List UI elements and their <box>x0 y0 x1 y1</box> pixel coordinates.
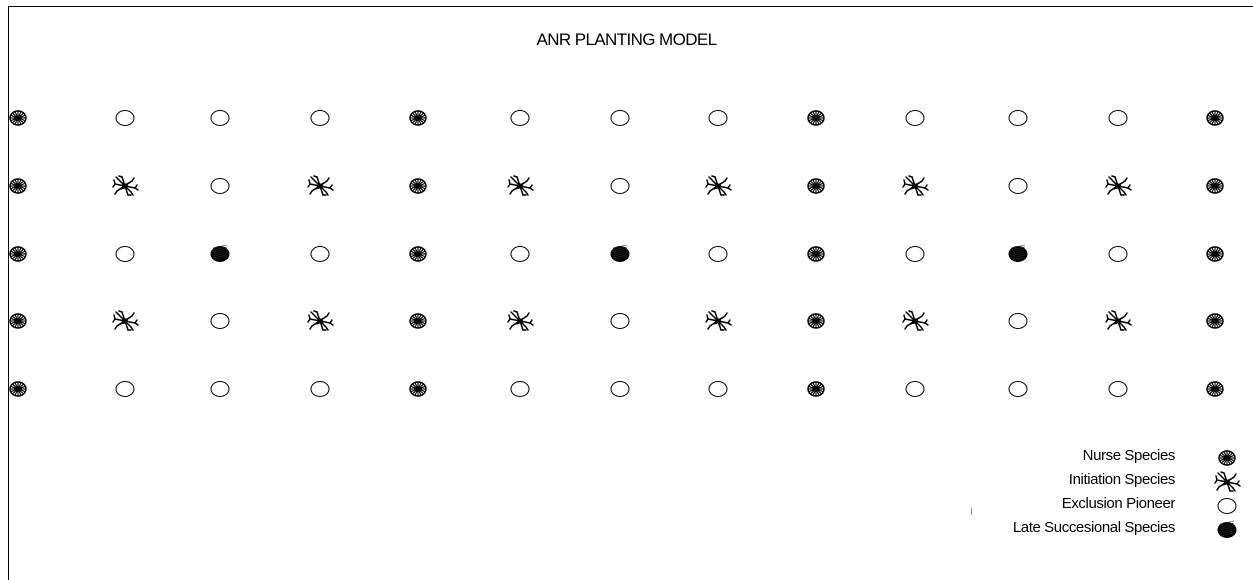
grid-cell-exclusion-pioneer-icon <box>1008 381 1028 397</box>
grid-cell-nurse-species-icon <box>807 178 825 194</box>
grid-cell-exclusion-pioneer-icon <box>610 313 630 329</box>
legend-label-initiation: Initiation Species <box>1068 471 1176 488</box>
grid-cell-initiation-species-icon <box>112 175 139 196</box>
grid-cell-exclusion-pioneer-icon <box>210 110 230 126</box>
legend-label-nurse: Nurse Species <box>1082 447 1176 464</box>
grid-cell-initiation-species-icon <box>1105 310 1132 331</box>
grid-cell-late-successional-species-icon <box>210 244 230 262</box>
grid-cell-exclusion-pioneer-icon <box>115 110 135 126</box>
legend-late-successional-species-icon <box>1217 520 1237 538</box>
grid-cell-nurse-species-icon <box>1206 246 1224 262</box>
grid-cell-nurse-species-icon <box>807 313 825 329</box>
grid-cell-exclusion-pioneer-icon <box>510 110 530 126</box>
diagram-title: ANR PLANTING MODEL <box>536 30 717 49</box>
grid-cell-nurse-species-icon <box>9 246 27 262</box>
legend-icons <box>1214 450 1241 538</box>
grid-cell-nurse-species-icon <box>409 110 427 126</box>
grid-cell-exclusion-pioneer-icon <box>310 246 330 262</box>
grid-cell-nurse-species-icon <box>9 381 27 397</box>
grid-cell-initiation-species-icon <box>307 175 334 196</box>
legend-nurse-species-icon <box>1218 450 1236 466</box>
grid-cell-exclusion-pioneer-icon <box>510 381 530 397</box>
grid-cell-exclusion-pioneer-icon <box>510 246 530 262</box>
grid-cell-nurse-species-icon <box>9 110 27 126</box>
grid-cell-exclusion-pioneer-icon <box>310 110 330 126</box>
grid-cell-initiation-species-icon <box>705 175 732 196</box>
grid-cell-exclusion-pioneer-icon <box>708 110 728 126</box>
grid-cell-initiation-species-icon <box>507 175 534 196</box>
legend-label-late: Late Succesional Species <box>1012 519 1176 536</box>
legend-initiation-species-icon <box>1214 471 1241 492</box>
grid-cell-exclusion-pioneer-icon <box>708 381 728 397</box>
grid-cell-exclusion-pioneer-icon <box>610 178 630 194</box>
grid-cell-initiation-species-icon <box>705 310 732 331</box>
grid-cell-exclusion-pioneer-icon <box>610 381 630 397</box>
grid-cell-exclusion-pioneer-icon <box>210 313 230 329</box>
grid-cell-exclusion-pioneer-icon <box>210 178 230 194</box>
grid-cell-exclusion-pioneer-icon <box>905 110 925 126</box>
grid-cell-exclusion-pioneer-icon <box>1108 381 1128 397</box>
grid-cell-exclusion-pioneer-icon <box>610 110 630 126</box>
legend-stray-mark: I <box>970 507 973 518</box>
grid-cell-nurse-species-icon <box>807 381 825 397</box>
grid-cell-exclusion-pioneer-icon <box>905 246 925 262</box>
grid-cell-initiation-species-icon <box>507 310 534 331</box>
grid-cell-nurse-species-icon <box>9 178 27 194</box>
grid-cell-exclusion-pioneer-icon <box>115 246 135 262</box>
grid-cell-late-successional-species-icon <box>610 244 630 262</box>
grid-cell-exclusion-pioneer-icon <box>905 381 925 397</box>
grid-cell-nurse-species-icon <box>807 110 825 126</box>
grid-cell-nurse-species-icon <box>409 246 427 262</box>
grid-cell-nurse-species-icon <box>409 313 427 329</box>
grid-cell-exclusion-pioneer-icon <box>1108 110 1128 126</box>
grid-cell-late-successional-species-icon <box>1008 244 1028 262</box>
figure-frame <box>8 6 1253 580</box>
grid-cell-nurse-species-icon <box>807 246 825 262</box>
grid-cell-nurse-species-icon <box>9 313 27 329</box>
grid-cell-initiation-species-icon <box>112 310 139 331</box>
grid-cell-exclusion-pioneer-icon <box>1108 246 1128 262</box>
grid-cell-nurse-species-icon <box>409 381 427 397</box>
grid-cell-exclusion-pioneer-icon <box>310 381 330 397</box>
grid-cell-nurse-species-icon <box>1206 110 1224 126</box>
grid-cell-initiation-species-icon <box>1105 175 1132 196</box>
grid-cell-exclusion-pioneer-icon <box>210 381 230 397</box>
grid-cell-nurse-species-icon <box>1206 313 1224 329</box>
grid-cell-exclusion-pioneer-icon <box>115 381 135 397</box>
grid-cell-initiation-species-icon <box>307 310 334 331</box>
grid-cell-initiation-species-icon <box>902 175 929 196</box>
grid-cell-initiation-species-icon <box>902 310 929 331</box>
legend-label-exclusion: Exclusion Pioneer <box>1061 495 1176 512</box>
legend-exclusion-pioneer-icon <box>1217 498 1237 514</box>
grid-cell-nurse-species-icon <box>1206 178 1224 194</box>
grid-cell-exclusion-pioneer-icon <box>1008 313 1028 329</box>
grid-cell-nurse-species-icon <box>409 178 427 194</box>
grid-cell-exclusion-pioneer-icon <box>1008 110 1028 126</box>
grid-cell-nurse-species-icon <box>1206 381 1224 397</box>
grid-cell-exclusion-pioneer-icon <box>708 246 728 262</box>
grid-cell-exclusion-pioneer-icon <box>1008 178 1028 194</box>
